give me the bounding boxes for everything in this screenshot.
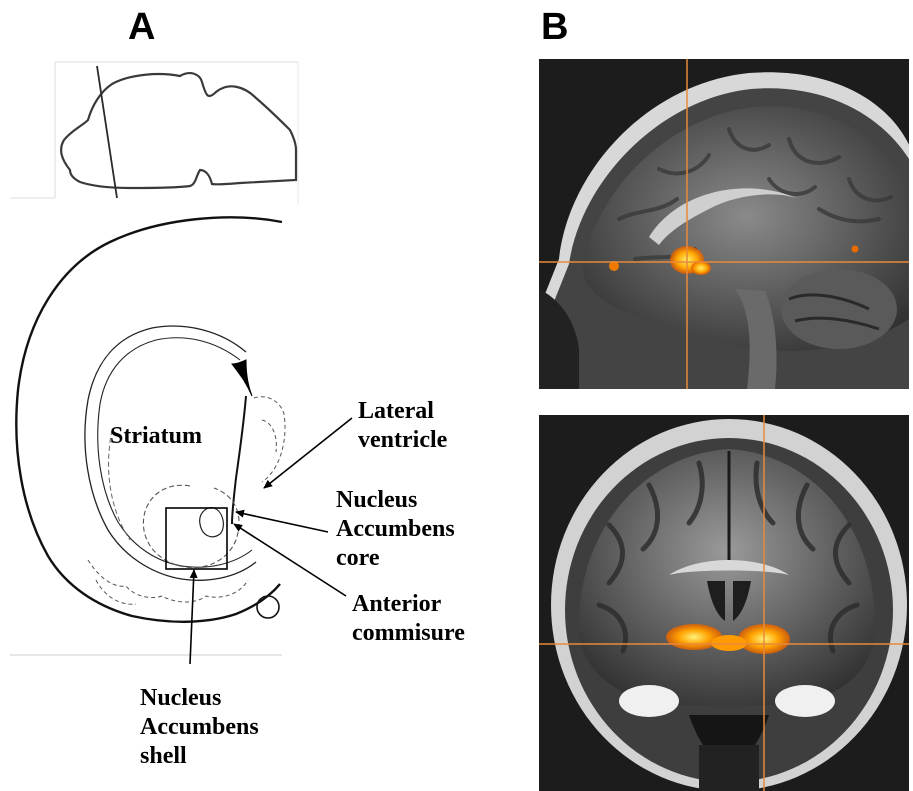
label-lateral-ventricle: Lateral ventricle [358,397,447,455]
anterior-commissure-shape [200,508,224,537]
label-line: core [336,544,455,573]
coronal-hemisphere-outline [16,217,282,621]
dashed-structure [262,420,276,452]
nac-shell-box [166,508,227,569]
label-line: Nucleus [336,486,455,515]
label-striatum: Striatum [110,422,202,451]
cortex-inner-boundary [85,326,256,580]
mri-sagittal-image [539,59,909,389]
mri-coronal-image [539,415,909,791]
label-line: Lateral [358,397,447,426]
striatum-boundary [98,338,252,567]
nac-dashed-outline [143,485,239,567]
arrow-nac-core [236,512,328,532]
label-line: commisure [352,619,465,648]
label-nac-core: Nucleus Accumbens core [336,486,455,573]
ventral-dashed [88,560,248,602]
label-line: Accumbens [140,713,259,742]
label-line: Nucleus [140,684,259,713]
label-line: shell [140,742,259,771]
label-line: ventricle [358,426,447,455]
label-anterior-commissure: Anterior commisure [352,590,465,648]
dashed-septum [254,397,285,482]
small-circle [257,596,279,618]
arrow-nac-shell [190,570,194,664]
arrow-anterior-commissure [234,524,346,596]
sagittal-brain-outline [61,73,296,188]
section-line [97,66,117,198]
label-line: Accumbens [336,515,455,544]
lateral-ventricle-shape [232,360,252,396]
label-line: Anterior [352,590,465,619]
arrow-lateral-ventricle [264,418,352,488]
label-nac-shell: Nucleus Accumbens shell [140,684,259,771]
